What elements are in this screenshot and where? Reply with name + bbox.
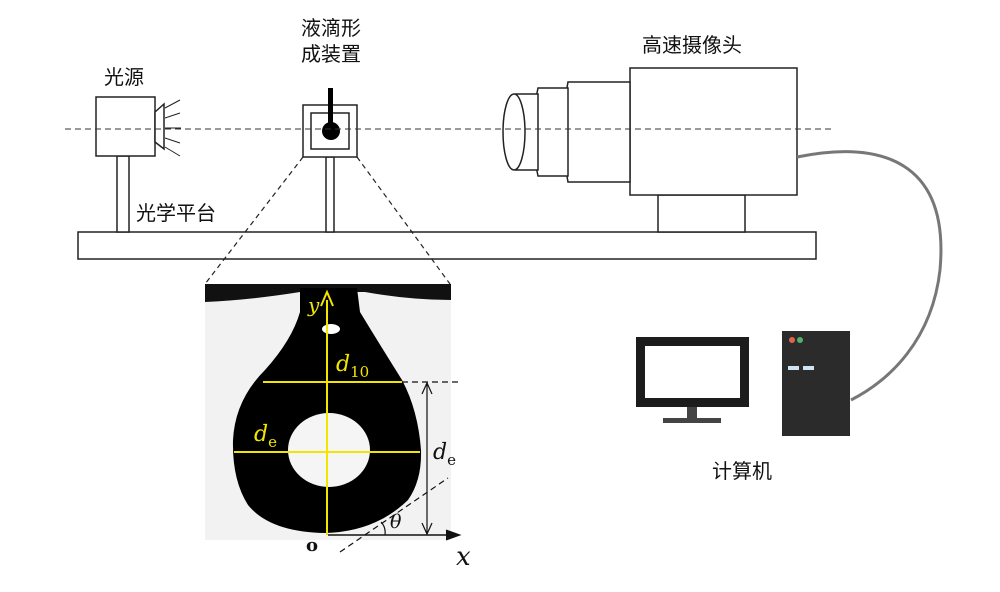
angle-arc — [380, 521, 386, 536]
de-right-label: de — [433, 440, 456, 469]
de-left-label: de — [254, 422, 277, 451]
camera-cable — [796, 150, 943, 402]
y-axis-arrowhead — [320, 289, 334, 307]
power-led-green — [797, 337, 803, 343]
camera-label: 高速摄像头 — [642, 33, 742, 57]
device-post — [325, 156, 335, 233]
x-axis-arrowhead — [445, 529, 462, 541]
light-source-label: 光源 — [104, 65, 144, 89]
de-arrow-top — [421, 381, 433, 395]
theta-label: θ — [390, 511, 402, 533]
device-label-line2: 成装置 — [301, 42, 361, 66]
optical-platform — [77, 231, 817, 260]
x-axis-label: x — [456, 542, 471, 572]
computer: 计算机 — [636, 331, 850, 483]
light-source-lens — [154, 102, 165, 151]
de-arrow-bottom — [421, 522, 433, 536]
monitor-stand — [663, 418, 721, 423]
inset-top-shadow — [205, 284, 451, 302]
computer-label: 计算机 — [712, 459, 772, 483]
droplet-forming-device: 液滴形 成装置 — [301, 16, 361, 233]
y-axis-label: y — [307, 293, 320, 317]
droplet-inset: y d10 de de θ o x — [205, 284, 471, 572]
camera-body — [629, 67, 798, 196]
light-source-body — [95, 96, 156, 157]
drive-slot-1 — [788, 366, 799, 370]
device-label-line1: 液滴形 — [301, 16, 361, 40]
drive-slot-2 — [803, 366, 814, 370]
monitor-neck — [687, 407, 697, 419]
optical-platform-label: 光学平台 — [136, 201, 216, 225]
camera-base — [657, 194, 746, 233]
droplet-highlight — [322, 324, 340, 334]
power-led-red — [789, 337, 795, 343]
origin-label: o — [306, 535, 318, 556]
high-speed-camera: 高速摄像头 — [502, 33, 798, 233]
zoom-line-right — [356, 156, 451, 285]
monitor-screen — [645, 346, 740, 398]
droplet-center-hole — [288, 413, 370, 487]
d10-label: d10 — [336, 352, 369, 381]
light-source-post — [116, 155, 130, 233]
camera-lens-rear — [562, 81, 631, 183]
zoom-line-left — [204, 156, 304, 285]
droplet-small — [322, 122, 340, 140]
light-source: 光源 — [95, 65, 181, 233]
light-rays-icon — [164, 99, 181, 157]
nozzle — [328, 88, 333, 126]
pc-tower — [782, 331, 850, 436]
camera-lens-glass — [502, 93, 526, 171]
contact-angle-tangent — [339, 477, 449, 553]
